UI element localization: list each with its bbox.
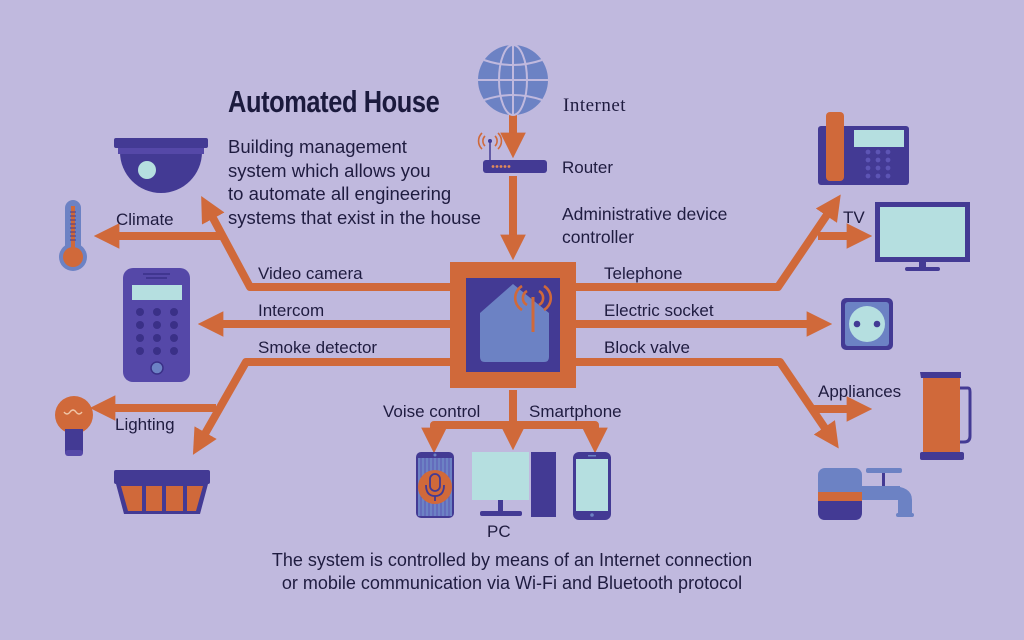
intercom-panel-icon bbox=[123, 268, 190, 382]
label-voice-control: Voise control bbox=[383, 402, 481, 421]
page-title: Automated House bbox=[228, 84, 440, 119]
label-tv: TV bbox=[843, 208, 865, 227]
tv-icon bbox=[875, 202, 970, 271]
line-voice-control bbox=[421, 421, 513, 454]
connection-lines bbox=[89, 110, 873, 455]
router-icon bbox=[477, 132, 547, 173]
intro-line: systems that exist in the house bbox=[228, 206, 481, 228]
security-camera-icon bbox=[114, 138, 208, 193]
smoke-detector-icon bbox=[114, 470, 210, 514]
label-smoke-detector: Smoke detector bbox=[258, 338, 378, 357]
label-climate: Climate bbox=[116, 210, 174, 229]
water-tap-valve-icon bbox=[818, 468, 914, 520]
label-electric-socket: Electric socket bbox=[604, 301, 714, 320]
light-bulb-icon bbox=[55, 396, 93, 456]
label-smartphone: Smartphone bbox=[529, 402, 622, 421]
footer-note: The system is controlled by means of an … bbox=[0, 549, 1024, 595]
label-intercom: Intercom bbox=[258, 301, 325, 320]
line-smoke-detector bbox=[192, 358, 450, 455]
kettle-icon bbox=[920, 372, 972, 460]
label-pc: PC bbox=[487, 522, 511, 541]
label-appliances: Appliances bbox=[818, 382, 902, 401]
line-smartphone bbox=[513, 421, 608, 454]
desktop-pc-icon bbox=[472, 452, 556, 517]
controller-label-line: Administrative device bbox=[562, 204, 728, 224]
globe-icon bbox=[478, 44, 548, 116]
label-lighting: Lighting bbox=[115, 415, 175, 434]
internet-label: Internet bbox=[563, 95, 627, 116]
label-block-valve: Block valve bbox=[604, 338, 690, 357]
label-telephone: Telephone bbox=[604, 264, 683, 283]
footer-line: or mobile communication via Wi-Fi and Bl… bbox=[281, 573, 743, 593]
voice-assistant-icon bbox=[416, 452, 454, 518]
smartphone-icon bbox=[573, 452, 611, 520]
intro-line: to automate all engineering bbox=[228, 183, 452, 204]
footer-line: The system is controlled by means of an … bbox=[271, 550, 753, 570]
desk-telephone-icon bbox=[818, 112, 909, 185]
electric-socket-icon bbox=[841, 298, 893, 350]
smart-home-hub-icon bbox=[450, 262, 576, 388]
controller-label-line: controller bbox=[562, 227, 634, 247]
router-label: Router bbox=[562, 158, 614, 177]
thermometer-icon bbox=[59, 200, 87, 271]
intro-line: system which allows you bbox=[228, 159, 431, 181]
controller-label: Administrative device controller bbox=[562, 203, 727, 249]
intro-line: Building management bbox=[228, 136, 407, 157]
line-telephone bbox=[576, 194, 841, 291]
line-block-valve bbox=[576, 358, 839, 449]
intro-description: Building management system which allows … bbox=[228, 135, 481, 229]
label-video-camera: Video camera bbox=[258, 264, 363, 283]
